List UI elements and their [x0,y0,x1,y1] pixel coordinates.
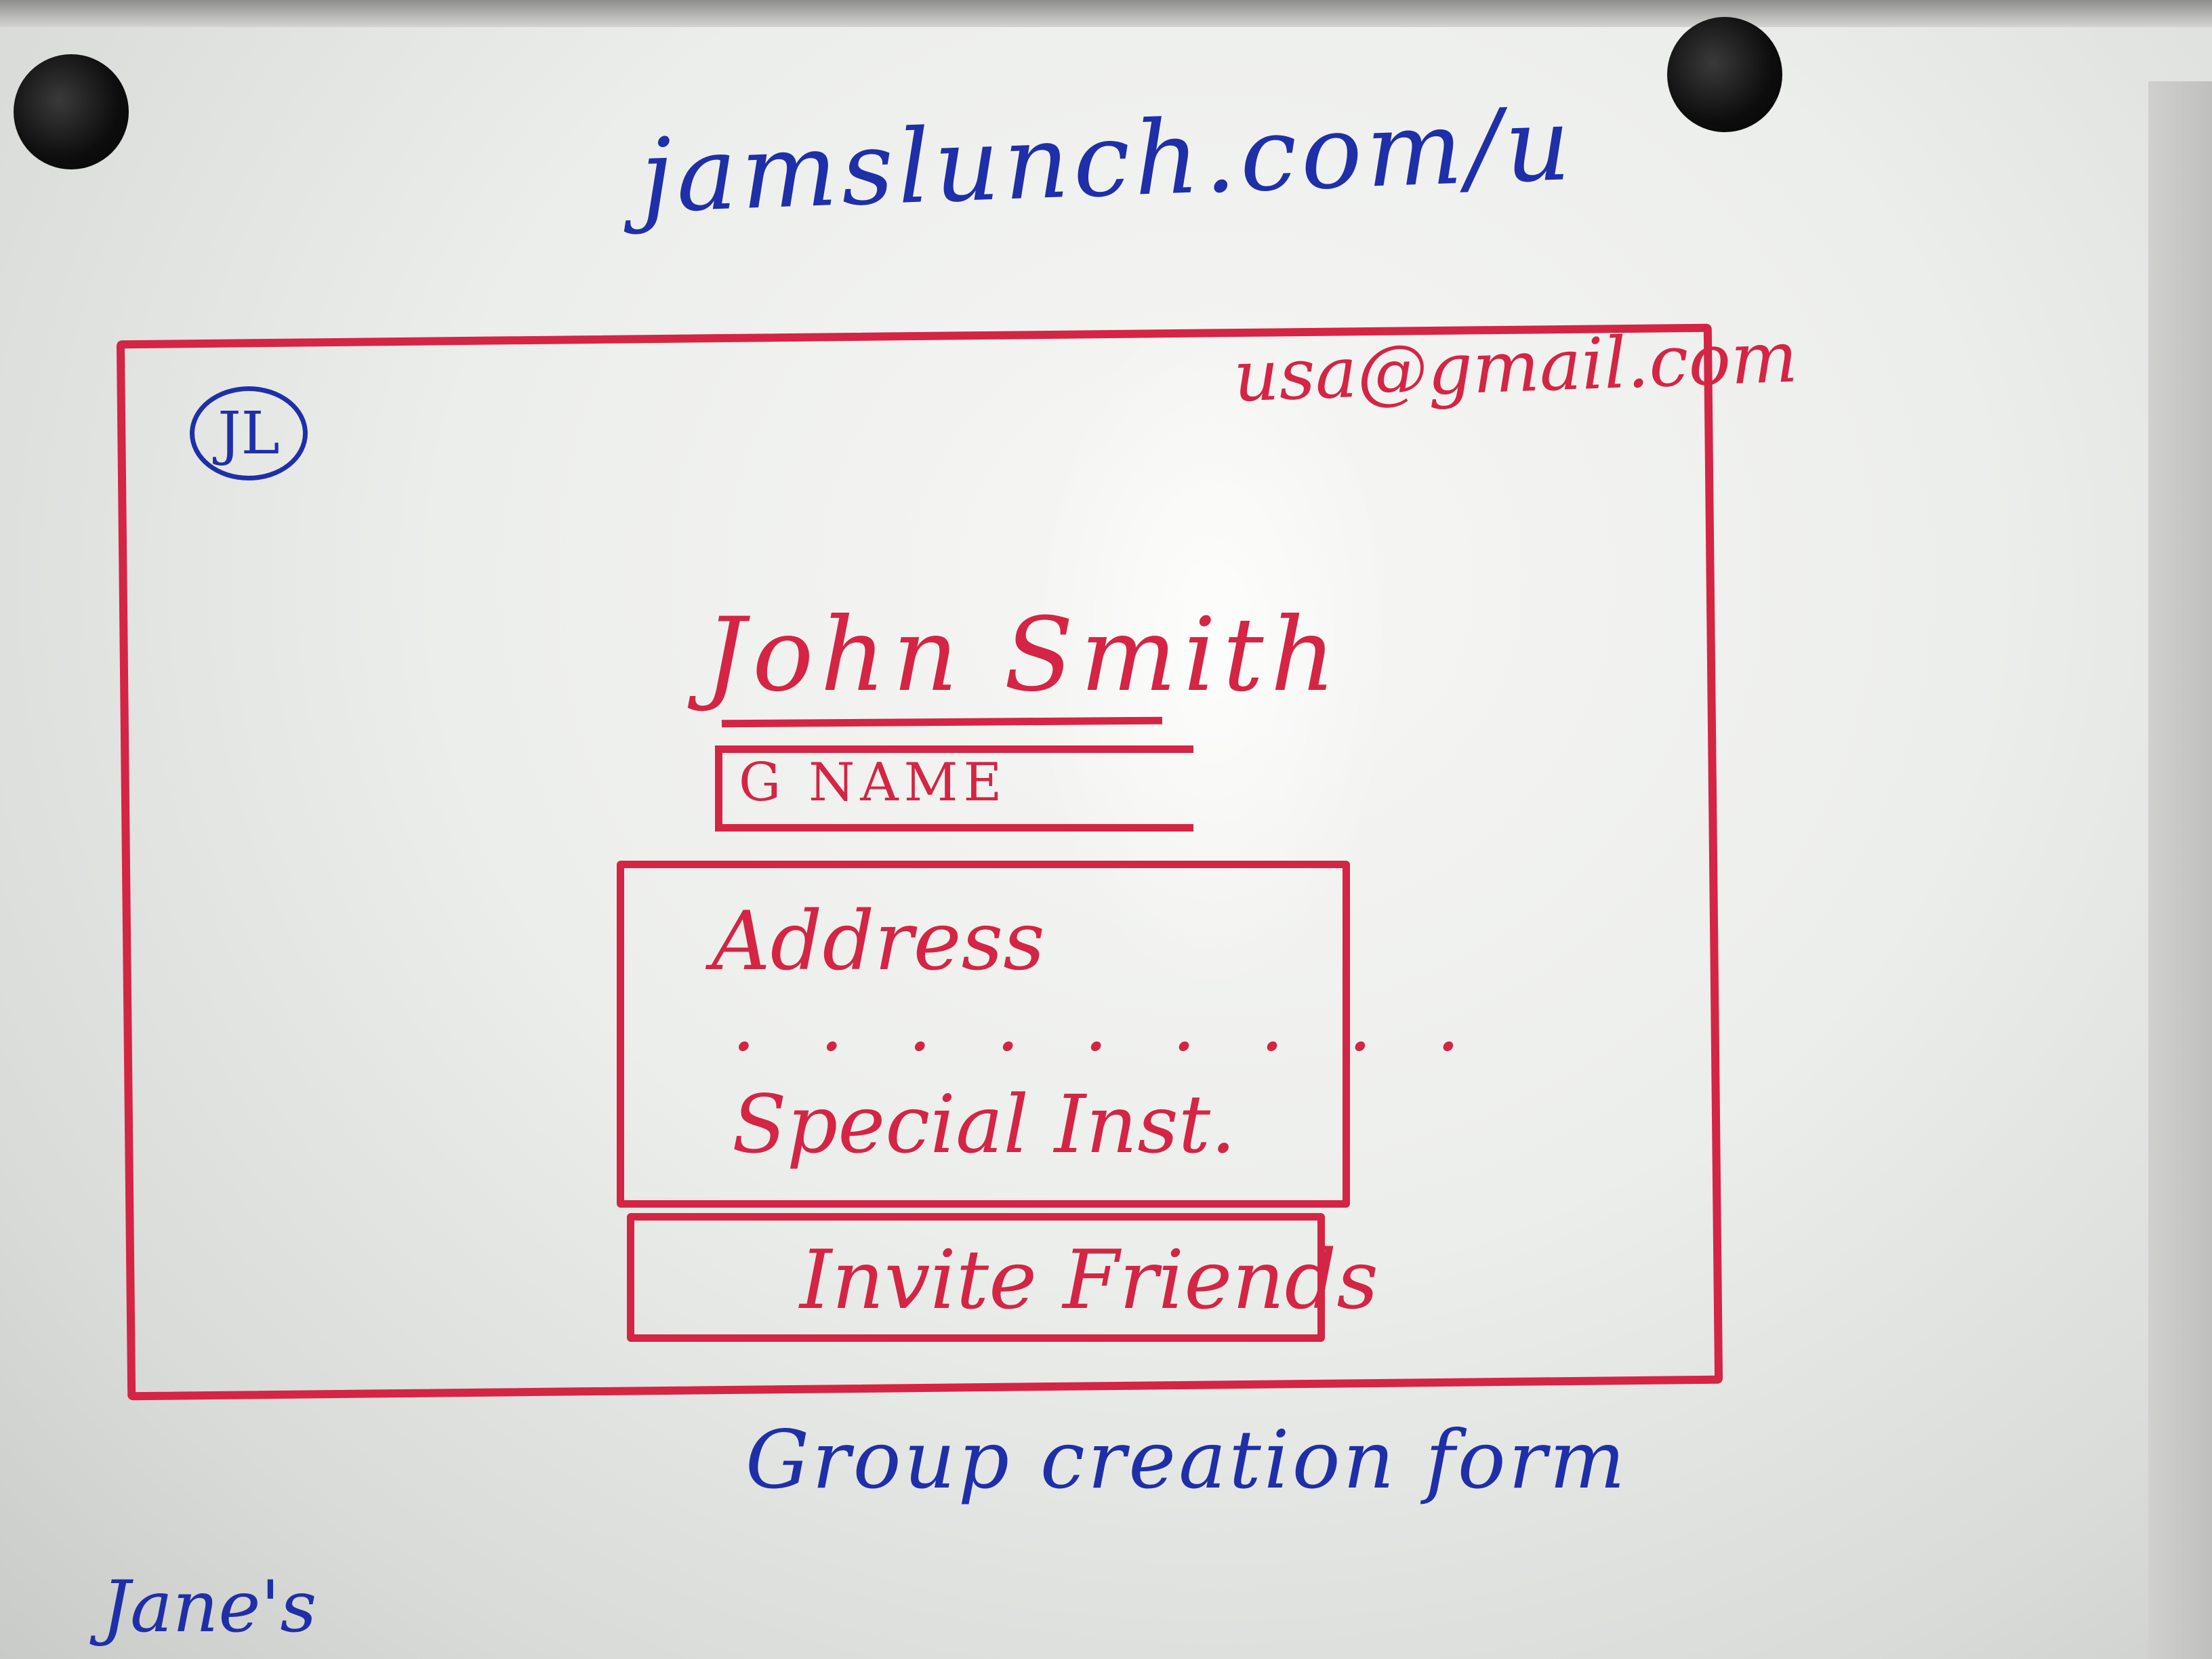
sketch-caption: Group creation form [745,1413,1629,1507]
whiteboard-frame-right [2148,81,2212,1659]
special-instructions-label: Special Inst. [732,1078,1236,1171]
invite-friends-button[interactable] [627,1213,1325,1342]
corner-note: Jane's [102,1565,317,1648]
light-glare [1030,291,1396,1003]
address-label: Address [712,895,1045,989]
logo-text: JL [218,399,280,468]
whiteboard-frame-top [0,0,2212,27]
magnet-left [14,54,129,169]
url-text: jamslunch.com/u [638,85,1576,236]
group-name-placeholder: G NAME [739,752,1008,813]
address-dots: · · · · · · · · · [732,1003,1481,1090]
user-name: John Smith [705,596,1343,714]
group-name-field[interactable] [715,745,1193,832]
invite-friends-label: Invite Friends [800,1233,1378,1328]
logo[interactable]: JL [190,386,308,480]
address-textarea[interactable] [617,861,1350,1208]
magnet-right [1667,17,1782,132]
